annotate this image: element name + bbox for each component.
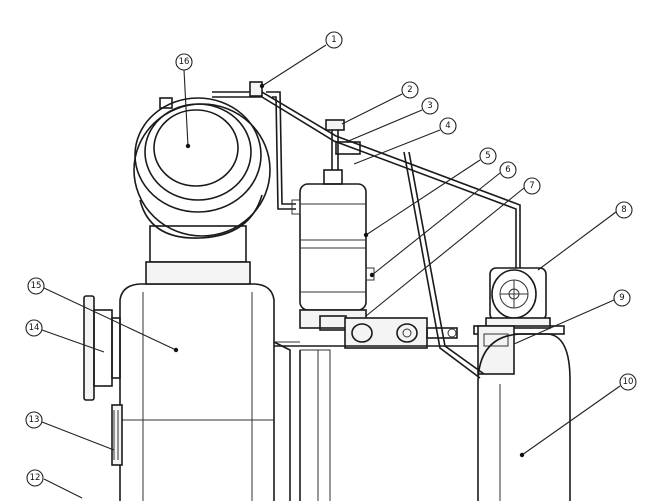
callout-12: 12 xyxy=(26,469,44,487)
manifold-block xyxy=(344,317,458,349)
callout-6-label: 6 xyxy=(505,165,510,175)
discharge-volute xyxy=(133,97,271,285)
callout-10-label: 10 xyxy=(623,377,634,387)
callout-2: 2 xyxy=(401,81,419,99)
leader-4 xyxy=(353,129,441,165)
callout-14: 14 xyxy=(25,319,43,337)
callout-4-label: 4 xyxy=(445,121,450,131)
base-frame xyxy=(274,333,571,501)
callout-13: 13 xyxy=(25,411,43,429)
leader-10 xyxy=(521,385,621,456)
leader-14 xyxy=(41,329,105,353)
leader-3 xyxy=(345,109,423,143)
leader-12 xyxy=(43,478,83,499)
callout-1: 1 xyxy=(325,31,343,49)
callout-2-label: 2 xyxy=(407,85,412,95)
callouts: 1 2 3 4 5 6 7 8 9 10 12 13 14 15 16 xyxy=(25,31,637,487)
vacuum-lines xyxy=(212,81,521,379)
leader-8 xyxy=(537,211,617,271)
leader-lines xyxy=(41,44,621,499)
leader-16 xyxy=(183,69,189,147)
callout-16: 16 xyxy=(175,53,193,71)
leader-2 xyxy=(341,93,403,125)
callout-7-label: 7 xyxy=(529,181,534,191)
leader-5 xyxy=(365,159,481,236)
leader-15 xyxy=(43,287,177,351)
suction-flange xyxy=(83,295,121,401)
callout-8-label: 8 xyxy=(621,205,626,215)
callout-9-label: 9 xyxy=(619,293,624,303)
suction-fitting xyxy=(111,404,123,466)
callout-3-label: 3 xyxy=(427,101,432,111)
leader-9 xyxy=(513,299,615,345)
callout-14-label: 14 xyxy=(29,323,40,333)
callout-3: 3 xyxy=(421,97,439,115)
callout-16-label: 16 xyxy=(179,57,190,67)
leader-1 xyxy=(261,44,327,87)
callout-13-label: 13 xyxy=(29,415,40,425)
callout-9: 9 xyxy=(613,289,631,307)
callout-7: 7 xyxy=(523,177,541,195)
callout-1-label: 1 xyxy=(331,35,336,45)
callout-6: 6 xyxy=(499,161,517,179)
callout-12-label: 12 xyxy=(30,473,41,483)
callout-15-label: 15 xyxy=(31,281,42,291)
vacuum-tank xyxy=(299,169,375,331)
callout-15: 15 xyxy=(27,277,45,295)
control-box xyxy=(477,325,515,375)
leader-13 xyxy=(41,421,115,451)
callout-8: 8 xyxy=(615,201,633,219)
callout-10: 10 xyxy=(619,373,637,391)
callout-4: 4 xyxy=(439,117,457,135)
vacuum-pump-motor xyxy=(473,267,565,335)
callout-5: 5 xyxy=(479,147,497,165)
callout-5-label: 5 xyxy=(485,151,490,161)
leader-7 xyxy=(365,187,525,317)
pump-body xyxy=(119,283,331,501)
leader-6 xyxy=(371,172,501,276)
